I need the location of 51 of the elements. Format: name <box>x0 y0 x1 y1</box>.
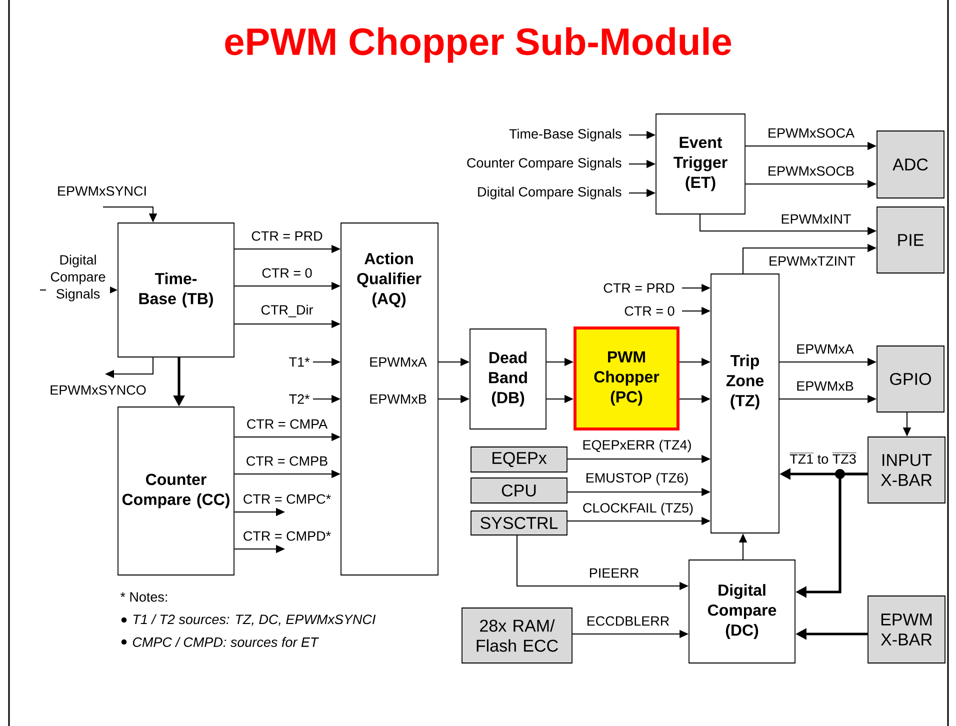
edge-label: Digital Compare Signals <box>46 254 110 302</box>
edge-label: EPWMxSOCA <box>766 127 856 139</box>
edge-label: EPWMxSYNCI <box>56 185 148 197</box>
module-box: Time-Base (TB) <box>118 222 234 358</box>
module-box: PWM Chopper (PC) <box>574 326 680 430</box>
port-label: EPWMxA <box>370 357 427 367</box>
edge-label: CTR_Dir <box>260 304 314 318</box>
peripheral-box: PIE <box>876 206 944 274</box>
edge-label: CTR = 0 <box>623 305 676 317</box>
edge-label: Time-Base Signals <box>508 128 623 142</box>
edge-label: EPWMxA <box>795 343 855 355</box>
note-text: CMPC / CMPD: sources for ET <box>132 637 320 647</box>
edge-label: EPWMxSYNCO <box>48 384 148 396</box>
note-text: T1 / T2 sources: TZ, DC, EPWMxSYNCI <box>133 614 376 626</box>
edge-label: EPWMxB <box>795 380 855 392</box>
edge-label: T2* <box>288 393 311 405</box>
edge-label: PIEERR <box>588 567 640 579</box>
module-box: Event Trigger (ET) <box>656 114 746 214</box>
peripheral-box: 28x RAM/ Flash ECC <box>462 608 572 664</box>
edge-label: CTR = CMPC* <box>242 493 332 505</box>
module-box: Dead Band (DB) <box>470 328 546 430</box>
edge-label: EPWMxINT <box>780 213 852 225</box>
peripheral-box: EQEPx <box>470 446 568 472</box>
edge-label: T1* <box>288 356 311 368</box>
edge-label: EPWMxSOCB <box>766 165 856 177</box>
note-heading: * Notes: <box>120 592 167 602</box>
edge-label: EPWMxTZINT <box>768 255 856 267</box>
edge-label: CTR = CMPA <box>245 418 329 430</box>
edge-label: CLOCKFAIL (TZ5) <box>582 502 695 516</box>
edge-label: CTR = CMPB <box>244 455 330 467</box>
peripheral-box: INPUT X-BAR <box>868 436 946 504</box>
module-box: Digital Compare (DC) <box>688 560 796 664</box>
edge-label: EMUSTOP (TZ6) <box>584 472 690 486</box>
edge-label: $\overline{\mathrm{TZ1}}\mathrm{\ to\ }\overline{\mathrm{TZ3}}$ <box>788 451 858 465</box>
edge-label: CTR = PRD <box>602 282 676 294</box>
module-box: Trip Zone (TZ) <box>710 274 780 534</box>
peripheral-box: CPU <box>470 478 568 504</box>
edge-label: CTR = 0 <box>260 267 314 279</box>
edge-label: ECCDBLERR <box>585 615 671 627</box>
peripheral-box: ADC <box>876 130 944 198</box>
edge-label: Counter Compare Signals <box>465 156 623 172</box>
peripheral-box: EPWM X-BAR <box>868 596 946 664</box>
peripheral-box: SYSCTRL <box>470 510 568 536</box>
port-label: EPWMxB <box>370 394 426 404</box>
edge-label: CTR = CMPD* <box>242 530 332 542</box>
edge-label: CTR = PRD <box>250 230 324 242</box>
module-box: Counter Compare (CC) <box>118 406 234 576</box>
title: ePWM Chopper Sub-Module <box>225 27 732 63</box>
edge-label: EQEPxERR (TZ4) <box>581 438 693 454</box>
edge-label: Digital Compare Signals <box>476 186 623 200</box>
peripheral-box: GPIO <box>876 346 944 412</box>
